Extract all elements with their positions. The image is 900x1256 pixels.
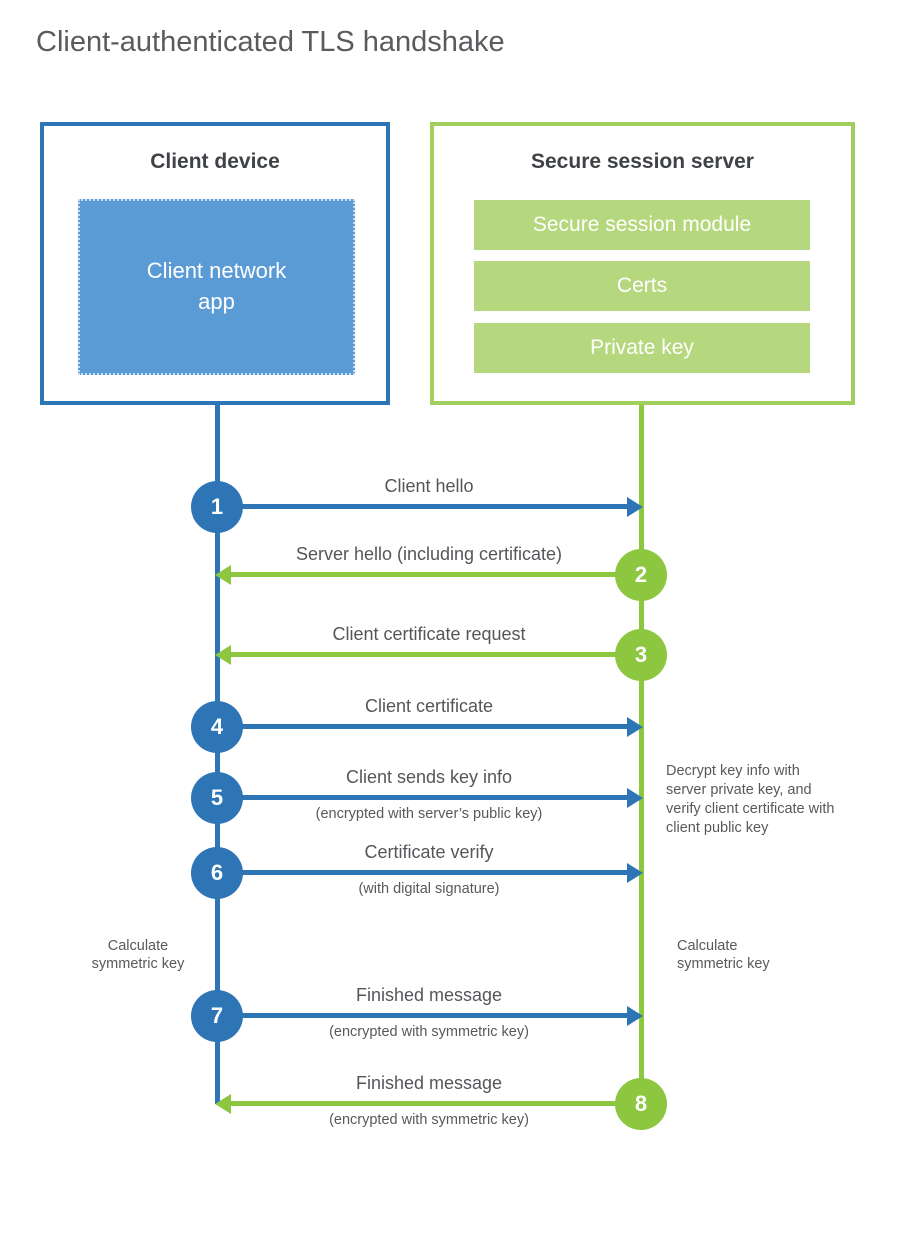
arrow-right-icon <box>627 497 643 517</box>
note-calculate-symmetric-key-server: Calculate symmetric key <box>677 938 770 972</box>
client-network-app-label: Client network app <box>146 258 287 314</box>
note-decrypt-key-info: Decrypt key info with server private key… <box>666 763 835 836</box>
message-sublabel: (encrypted with symmetric key) <box>329 1112 529 1128</box>
message-label: Certificate verify <box>364 842 494 862</box>
client-network-app-box: Client network app <box>78 199 355 375</box>
client-lifeline <box>215 405 220 1104</box>
step-badge-6: 6 <box>191 847 243 899</box>
message-label: Finished message <box>355 985 503 1005</box>
page-title: Client-authenticated TLS handshake <box>36 26 505 58</box>
arrow-shaft <box>217 724 629 729</box>
secure-session-server-title: Secure session server <box>531 150 754 173</box>
arrow-right-icon <box>627 1006 643 1026</box>
step-badge-1: 1 <box>191 481 243 533</box>
message-label: Server hello (including certificate) <box>295 544 563 564</box>
message-label: Client sends key info <box>345 767 513 787</box>
arrow-shaft <box>217 504 629 509</box>
message-sublabel: (with digital signature) <box>358 881 500 897</box>
server-lifeline <box>639 405 644 1105</box>
step-badge-7: 7 <box>191 990 243 1042</box>
arrow-left-icon <box>215 645 231 665</box>
arrow-right-icon <box>627 788 643 808</box>
message-label: Finished message <box>355 1073 503 1093</box>
arrow-shaft <box>229 652 641 657</box>
arrow-shaft <box>229 572 641 577</box>
message-label: Client certificate <box>364 696 494 716</box>
note-calculate-symmetric-key-client: Calculate symmetric key <box>91 938 185 972</box>
message-sublabel: (encrypted with symmetric key) <box>329 1024 529 1040</box>
arrow-shaft <box>217 870 629 875</box>
step-badge-3: 3 <box>615 629 667 681</box>
arrow-right-icon <box>627 717 643 737</box>
server-module-secure-session: Secure session module <box>474 200 810 250</box>
arrow-left-icon <box>215 1094 231 1114</box>
arrow-shaft <box>229 1101 641 1106</box>
arrow-right-icon <box>627 863 643 883</box>
step-badge-4: 4 <box>191 701 243 753</box>
step-badge-2: 2 <box>615 549 667 601</box>
arrow-left-icon <box>215 565 231 585</box>
step-badge-5: 5 <box>191 772 243 824</box>
server-module-certs: Certs <box>474 261 810 311</box>
arrow-shaft <box>217 795 629 800</box>
message-label: Client certificate request <box>332 624 526 644</box>
server-module-private-key: Private key <box>474 323 810 373</box>
client-device-title: Client device <box>150 150 280 173</box>
step-badge-8: 8 <box>615 1078 667 1130</box>
message-label: Client hello <box>384 476 474 496</box>
arrow-shaft <box>217 1013 629 1018</box>
message-sublabel: (encrypted with server’s public key) <box>315 806 543 822</box>
